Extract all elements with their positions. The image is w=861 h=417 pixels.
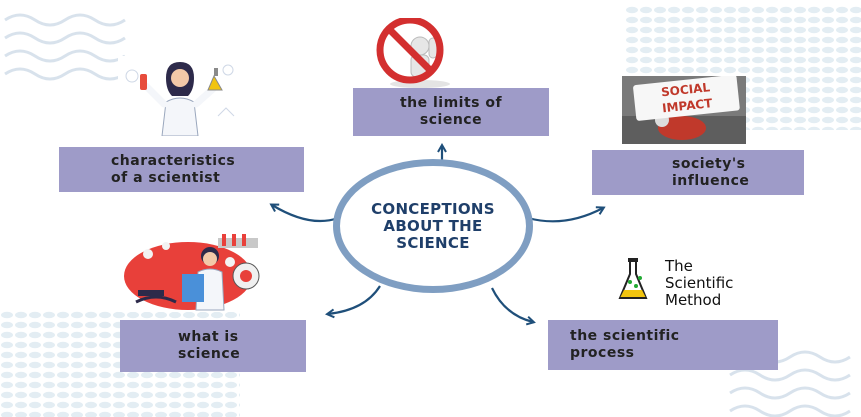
node-limits-of-science: the limits of science [353,88,549,136]
center-line1: CONCEPTIONS [371,199,495,218]
scientific-method-logo [618,258,648,299]
arrow-to-process [491,287,533,322]
node-process-line1: the scientific [570,328,680,344]
arrow-to-what-is [328,285,381,314]
node-what-is-line1: what is [178,329,239,345]
node-characteristics-line2: of a scientist [111,169,221,186]
node-scientific-process: the scientific process [548,320,778,370]
social-impact-line1: SOCIAL [660,80,711,99]
arrow-to-society [527,208,603,223]
node-society-line1: society's [672,155,746,172]
no-sign-figure-image [376,18,450,88]
scientific-method-caption: The Scientific Method [665,258,733,309]
center-concept-circle: CONCEPTIONS ABOUT THE SCIENCE [333,159,533,293]
center-line3: SCIENCE [396,233,470,252]
node-characteristics-line1: characteristics [111,152,236,169]
social-impact-sign-image: SOCIAL IMPACT [622,76,746,144]
node-society-influence: society's influence [592,150,804,195]
scientist-woman-image [118,56,248,136]
node-what-is-line2: science [178,346,241,362]
node-characteristics-of-scientist: characteristics of a scientist [59,147,304,192]
center-line2: ABOUT THE [383,216,483,235]
node-limits-line2: science [419,112,483,128]
node-what-is-science: what is science [120,320,306,372]
wave-pattern-top-left [4,13,126,81]
method-line2: Scientific [665,274,734,292]
method-line1: The [665,257,693,275]
scientist-reading-image [118,232,274,312]
node-limits-line1: the limits of [399,95,503,111]
social-impact-line2: IMPACT [661,96,713,115]
node-process-line2: process [570,345,635,361]
arrow-to-characteristics [272,205,339,223]
node-society-line2: influence [672,172,750,189]
method-line3: Method [665,291,722,309]
